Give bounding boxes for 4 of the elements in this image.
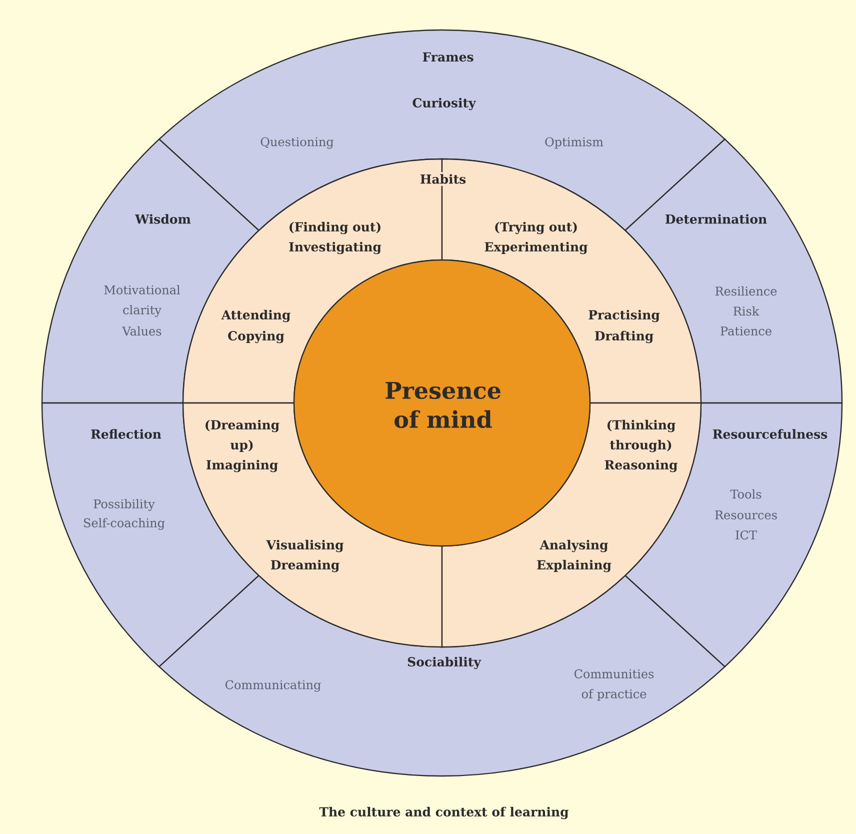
caption: The culture and context of learning	[319, 806, 569, 820]
ring-heading: Frames	[420, 50, 476, 64]
ring-heading: Habits	[418, 172, 468, 186]
ring-segment: Sociability Communicating Communities of practice	[158, 574, 726, 777]
